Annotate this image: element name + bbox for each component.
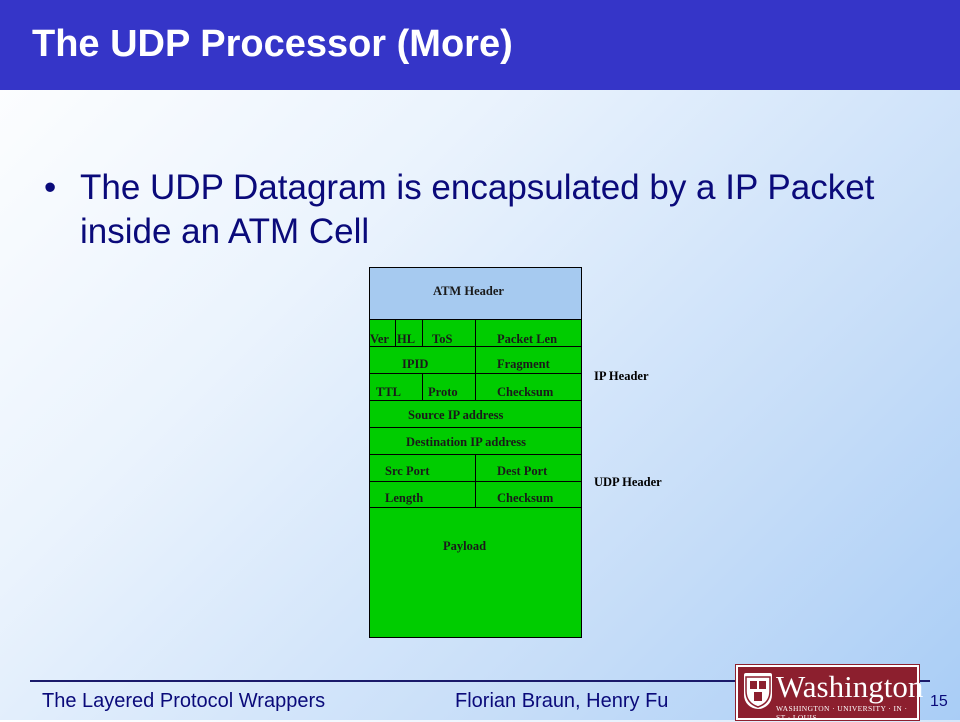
field-divider [422, 373, 423, 400]
field-divider [475, 373, 476, 400]
field-dest-port: Dest Port [497, 464, 548, 478]
slide-title: The UDP Processor (More) [32, 23, 513, 65]
field-divider [422, 319, 423, 346]
field-ip-checksum: Checksum [497, 385, 554, 399]
field-hl: HL [397, 332, 416, 346]
page-number: 15 [930, 693, 948, 710]
field-source-ip: Source IP address [408, 408, 504, 422]
field-ver: Ver [370, 332, 389, 346]
field-divider [475, 454, 476, 508]
field-proto: Proto [428, 385, 458, 399]
field-src-port: Src Port [385, 464, 430, 478]
logo-wordmark: Washington [776, 669, 924, 704]
payload-block [369, 507, 582, 638]
row-divider [369, 400, 582, 401]
udp-header-label: UDP Header [594, 475, 662, 489]
field-ipid: IPID [402, 357, 429, 371]
logo-subtitle: WASHINGTON · UNIVERSITY · IN · ST · LOUI… [776, 704, 908, 722]
footer-divider [30, 680, 930, 682]
shield-icon [744, 673, 772, 709]
footer-authors: Florian Braun, Henry Fu [455, 690, 669, 712]
bullet-marker: • [44, 168, 57, 207]
field-tos: ToS [432, 332, 453, 346]
atm-header-label: ATM Header [433, 284, 504, 298]
field-ttl: TTL [376, 385, 402, 399]
field-length: Length [385, 491, 424, 505]
payload-label: Payload [443, 539, 487, 553]
field-fragment: Fragment [497, 357, 550, 371]
row-divider [369, 427, 582, 428]
bullet-text: The UDP Datagram is encapsulated by a IP… [80, 168, 875, 251]
field-destination-ip: Destination IP address [406, 435, 526, 449]
washington-university-logo: Washington WASHINGTON · UNIVERSITY · IN … [735, 664, 923, 722]
title-bar: The UDP Processor (More) [0, 0, 960, 90]
field-divider [395, 319, 396, 346]
ip-header-label: IP Header [594, 369, 649, 383]
field-packet-len: Packet Len [497, 332, 558, 346]
footer-title: The Layered Protocol Wrappers [42, 690, 326, 712]
field-divider [475, 346, 476, 373]
field-divider [475, 319, 476, 346]
field-udp-checksum: Checksum [497, 491, 554, 505]
